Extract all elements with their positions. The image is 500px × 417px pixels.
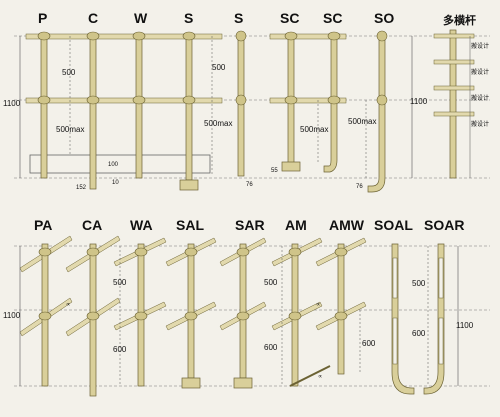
dim-text-100: 100 — [108, 162, 119, 168]
bottom-row-diagrams: 1100 500 600 500 600 600 500 600 1100 ∝ … — [3, 235, 490, 397]
label-s-2: S — [234, 10, 243, 26]
stanchion-sc2 — [323, 33, 338, 173]
base-plate-s — [179, 179, 199, 191]
stanchion-sal — [187, 243, 195, 379]
multi-rail-4 — [433, 111, 475, 117]
label-sar: SAR — [235, 217, 265, 233]
dim-text-soal-500: 500 — [412, 279, 426, 288]
label-sc-2: SC — [323, 10, 342, 26]
dim-text-bottom-500: 500 — [113, 278, 127, 287]
label-soar: SOAR — [424, 217, 464, 233]
label-soal: SOAL — [374, 217, 413, 233]
stanchion-s1 — [185, 33, 193, 181]
label-p: P — [38, 10, 47, 26]
top-rail-left — [25, 33, 223, 40]
dim-text-bottom-height-right: 1100 — [456, 321, 474, 330]
label-ca: CA — [82, 217, 102, 233]
dim-text-500max-1: 500max — [56, 125, 84, 134]
rail-collars-top — [37, 30, 388, 106]
base-plate-sar — [233, 377, 253, 389]
angle-text-2: ∝ — [316, 302, 320, 308]
dim-text-height: 1100 — [3, 99, 21, 108]
dim-text-multi-2: 搬设计 — [471, 68, 489, 76]
label-am: AM — [285, 217, 307, 233]
slot-soal-1 — [392, 257, 398, 299]
dim-text-bottom-height: 1100 — [3, 311, 21, 320]
dim-text-76b: 76 — [356, 184, 363, 190]
stanchion-so — [367, 33, 386, 193]
dim-text-amw-600: 600 — [362, 339, 376, 348]
label-sal: SAL — [176, 217, 204, 233]
dim-text-am-600: 600 — [264, 343, 278, 352]
top-row-labels: P C W S S SC SC SO 多横杆 — [38, 10, 476, 27]
top-row-diagrams: 1100 500 500max 500 500max 500max 500max… — [3, 29, 490, 193]
dim-text-multi-4: 搬设计 — [471, 120, 489, 128]
dim-text-152: 152 — [76, 185, 87, 191]
stanchion-p — [40, 33, 48, 179]
angle-text-1: ∝ — [66, 302, 70, 308]
label-amw: AMW — [329, 217, 365, 233]
stanchion-multi — [449, 29, 457, 179]
bottom-row-labels: PA CA WA SAL SAR AM AMW SOAL SOAR — [34, 217, 464, 233]
multi-rail-2 — [433, 59, 475, 65]
dim-text-bottom-600: 600 — [113, 345, 127, 354]
slot-soal-2 — [392, 317, 398, 365]
multi-rail-1 — [433, 33, 475, 39]
dim-text-multi-1: 搬设计 — [471, 42, 489, 50]
stanchion-sar — [239, 243, 247, 379]
stanchion-c — [89, 33, 97, 190]
dim-text-500-s: 500 — [212, 63, 226, 72]
label-w: W — [134, 10, 148, 26]
dim-text-multi-3: 搬设计 — [471, 94, 489, 102]
label-pa: PA — [34, 217, 52, 233]
dim-text-500max-3: 500max — [300, 125, 328, 134]
rail-collars-bottom — [38, 247, 348, 321]
stanchion-w — [135, 33, 143, 179]
dim-text-500: 500 — [62, 68, 76, 77]
dim-text-soal-600: 600 — [412, 329, 426, 338]
dim-text-76a: 76 — [246, 182, 253, 188]
dim-text-10: 10 — [112, 180, 119, 186]
multi-rail-3 — [433, 85, 475, 91]
label-multi-rail: 多横杆 — [443, 13, 476, 27]
base-plate-sc — [281, 161, 301, 172]
deck-plate — [29, 154, 211, 174]
stanchion-soal — [391, 243, 415, 395]
label-sc-1: SC — [280, 10, 299, 26]
strut-am — [289, 365, 331, 387]
slot-soar-1 — [438, 257, 444, 299]
mid-rail-sc — [269, 97, 347, 104]
angle-text-3: ∝ — [318, 374, 322, 380]
label-s-1: S — [184, 10, 193, 26]
dim-text-500max-2: 500max — [204, 119, 232, 128]
mid-rail-left — [25, 97, 223, 104]
label-wa: WA — [130, 217, 153, 233]
dim-text-55: 55 — [271, 168, 278, 174]
base-plate-sal — [181, 377, 201, 389]
slot-soar-2 — [438, 317, 444, 365]
dim-text-500max-4: 500max — [348, 117, 376, 126]
dim-text-am-500: 500 — [264, 278, 278, 287]
dim-text-height-right: 1100 — [410, 97, 428, 106]
top-rail-sc — [269, 33, 347, 40]
label-so: SO — [374, 10, 394, 26]
stanchion-amw — [337, 243, 345, 375]
label-c: C — [88, 10, 98, 26]
